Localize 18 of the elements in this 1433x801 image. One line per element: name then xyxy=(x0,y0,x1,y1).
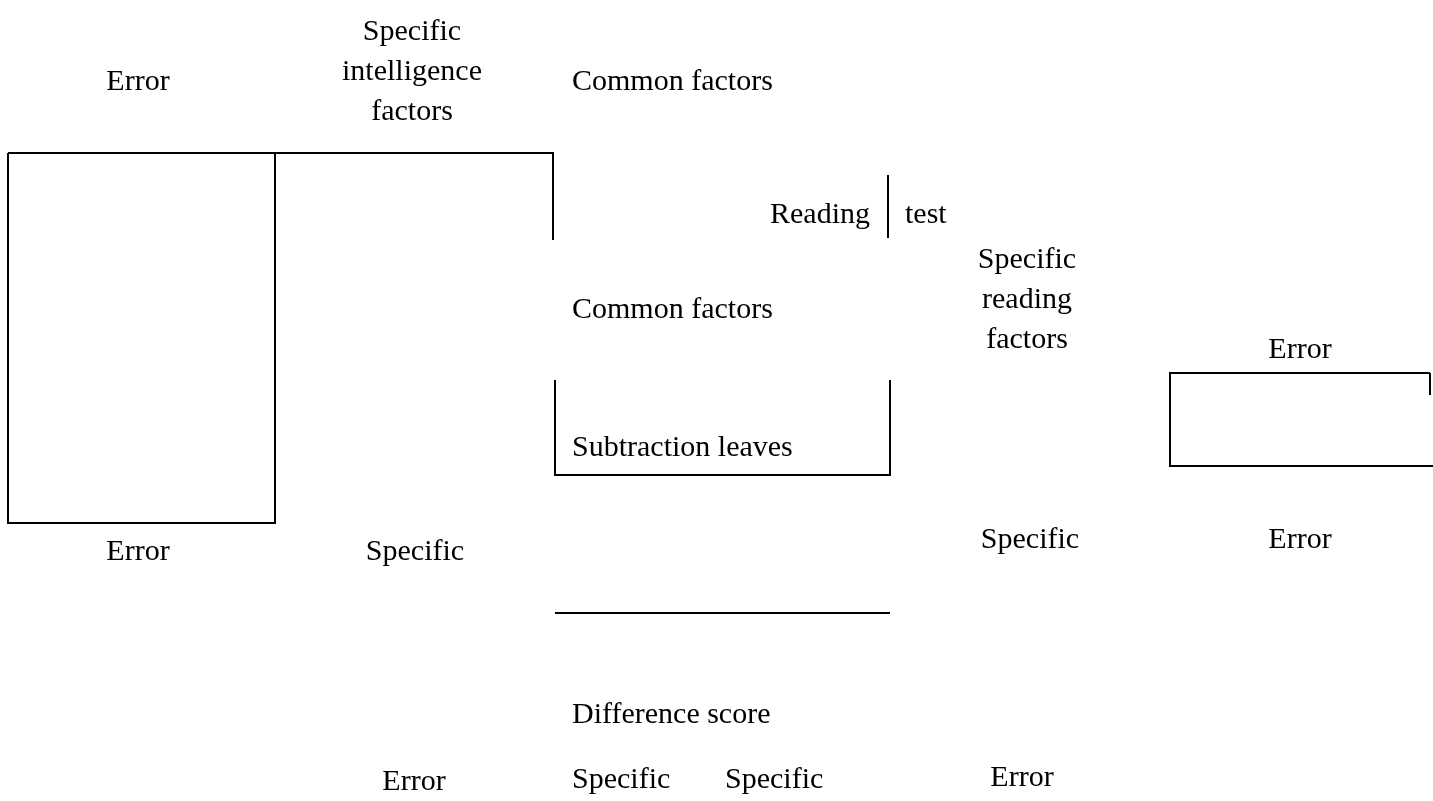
text-label: Error xyxy=(382,762,446,798)
text-label: Common factors xyxy=(572,290,773,326)
text-label: Error xyxy=(1268,520,1332,556)
text-label: test xyxy=(905,195,947,231)
text-label: Specific xyxy=(980,520,1080,556)
text-label: Specific xyxy=(725,760,824,796)
text-label: Specific xyxy=(572,760,671,796)
text-label: Error xyxy=(106,532,170,568)
text-label: Common factors xyxy=(572,62,773,98)
text-label: Specific xyxy=(365,532,465,568)
text-label: Error xyxy=(1268,330,1332,366)
text-label: Specific intelligence factors xyxy=(341,12,483,128)
text-label: Subtraction leaves xyxy=(572,428,793,464)
text-label: Error xyxy=(990,758,1054,794)
text-label: Specific reading factors xyxy=(976,240,1078,356)
text-label: Error xyxy=(106,62,170,98)
text-label: Difference score xyxy=(572,695,771,731)
text-label: Reading xyxy=(770,195,870,231)
